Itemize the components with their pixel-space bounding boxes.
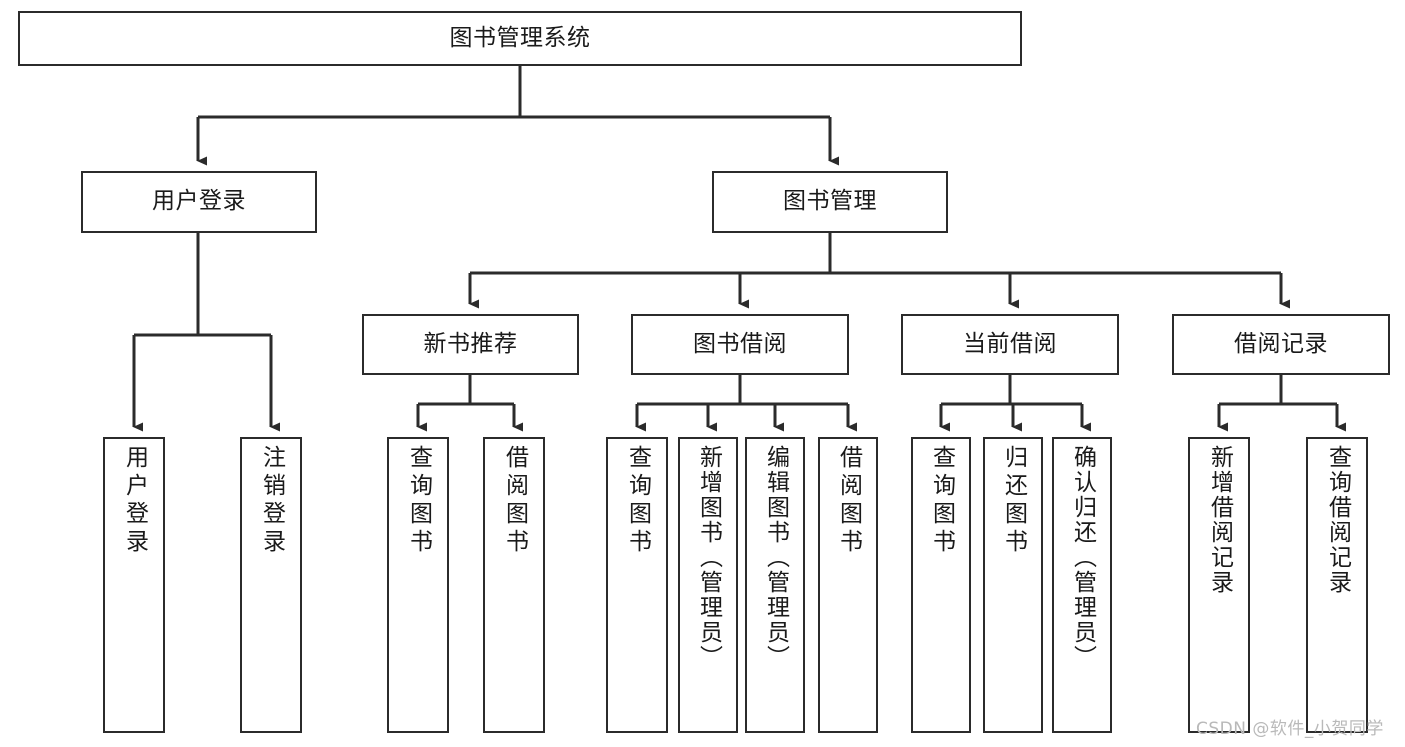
node-book-borrow-label: 图书借阅 (693, 330, 787, 357)
node-leaf-label: 借阅图书 (835, 445, 862, 557)
node-leaf-query-borrow-record[interactable]: 查询借阅记录 (1306, 437, 1368, 733)
node-leaf-borrow-book-b[interactable]: 借阅图书 (818, 437, 878, 733)
node-leaf-add-book-admin[interactable]: 新增图书（管理员） (678, 437, 738, 733)
node-leaf-label: 借阅图书 (501, 445, 528, 557)
node-root-system[interactable]: 图书管理系统 (18, 11, 1022, 66)
node-borrow-record-label: 借阅记录 (1234, 330, 1328, 357)
node-user-login[interactable]: 用户登录 (81, 171, 317, 233)
node-leaf-label: 确认归还（管理员） (1069, 445, 1096, 670)
node-borrow-record[interactable]: 借阅记录 (1172, 314, 1390, 375)
node-leaf-label: 归还图书 (1000, 445, 1027, 557)
node-leaf-query-book-c[interactable]: 查询图书 (911, 437, 971, 733)
node-leaf-return-book[interactable]: 归还图书 (983, 437, 1043, 733)
node-leaf-query-book-b[interactable]: 查询图书 (606, 437, 668, 733)
node-leaf-user-login[interactable]: 用户登录 (103, 437, 165, 733)
node-leaf-label: 新增借阅记录 (1206, 445, 1233, 595)
node-leaf-borrow-book-a[interactable]: 借阅图书 (483, 437, 545, 733)
node-root-label: 图书管理系统 (449, 24, 591, 51)
node-book-borrow[interactable]: 图书借阅 (631, 314, 849, 375)
node-leaf-label: 新增图书（管理员） (695, 445, 722, 670)
node-leaf-edit-book-admin[interactable]: 编辑图书（管理员） (745, 437, 805, 733)
node-book-management[interactable]: 图书管理 (712, 171, 948, 233)
node-leaf-label: 编辑图书（管理员） (762, 445, 789, 670)
node-leaf-label: 查询图书 (624, 445, 651, 557)
node-leaf-label: 查询图书 (405, 445, 432, 557)
node-new-book-recommend[interactable]: 新书推荐 (362, 314, 579, 375)
node-leaf-label: 查询图书 (928, 445, 955, 557)
node-current-borrow-label: 当前借阅 (963, 330, 1057, 357)
node-new-book-recommend-label: 新书推荐 (423, 330, 518, 357)
node-leaf-confirm-return-admin[interactable]: 确认归还（管理员） (1052, 437, 1112, 733)
node-leaf-label: 注销登录 (258, 445, 285, 557)
node-leaf-logout[interactable]: 注销登录 (240, 437, 302, 733)
node-leaf-label: 用户登录 (121, 445, 148, 557)
node-current-borrow[interactable]: 当前借阅 (901, 314, 1119, 375)
node-leaf-add-borrow-record[interactable]: 新增借阅记录 (1188, 437, 1250, 733)
node-leaf-label: 查询借阅记录 (1324, 445, 1351, 595)
node-user-login-label: 用户登录 (152, 188, 246, 215)
node-book-management-label: 图书管理 (783, 188, 877, 215)
node-leaf-query-book-a[interactable]: 查询图书 (387, 437, 449, 733)
